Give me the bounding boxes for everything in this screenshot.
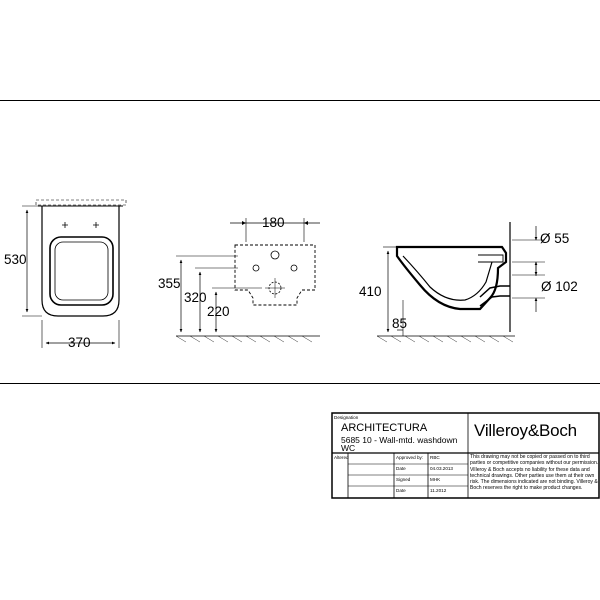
top-view-waste-hole-upper	[270, 250, 280, 260]
side-view	[376, 222, 545, 343]
top-dim-320-label: 320	[184, 290, 207, 305]
top-dim-355-label: 355	[158, 276, 181, 291]
side-height-label: 410	[359, 284, 382, 299]
top-view-outline	[234, 244, 316, 306]
side-dia-55-label: Ø 55	[540, 231, 569, 246]
front-wall-hatch	[35, 199, 127, 206]
legal-note: This drawing may not be copied or passed…	[470, 454, 599, 492]
designation-label: Designation	[334, 415, 359, 420]
front-view	[22, 199, 127, 348]
product-name: ARCHITECTURA	[341, 422, 428, 434]
front-width-label: 370	[68, 335, 91, 350]
signed-value: MHK	[430, 477, 441, 482]
front-fixing-marks	[62, 222, 99, 228]
approved-value: RBC	[430, 455, 440, 460]
side-outlet	[479, 285, 510, 307]
front-bowl-outline	[41, 206, 120, 317]
approved-label: Approved by:	[396, 455, 424, 460]
date-value-1: 04.03.2013	[430, 466, 453, 471]
date-label-2: Date	[396, 488, 406, 493]
side-bowl-outline	[395, 245, 508, 311]
front-height-label: 530	[4, 252, 27, 267]
title-block-frame	[331, 412, 600, 499]
side-dim-85-label: 85	[392, 316, 407, 331]
title-block: Designation ARCHITECTURA 5685 10 - Wall-…	[332, 413, 600, 498]
date-value-2: 11.2012	[430, 488, 447, 493]
front-seat-inner	[54, 241, 109, 301]
front-seat-outline	[49, 236, 114, 306]
top-view	[175, 218, 320, 343]
top-width-label: 180	[262, 215, 285, 230]
side-dia-102-label: Ø 102	[541, 279, 578, 294]
product-description: 5685 10 - Wall-mtd. washdown	[341, 435, 458, 445]
top-dim-220-label: 220	[207, 304, 230, 319]
brand-logo-text: Villeroy&Boch	[474, 421, 577, 440]
altered-label: Altered	[334, 455, 349, 460]
side-bowl-inner	[402, 255, 493, 301]
date-label-1: Date	[396, 466, 406, 471]
product-description-line-2: WC	[341, 443, 356, 453]
signed-label: Signed	[396, 477, 411, 482]
